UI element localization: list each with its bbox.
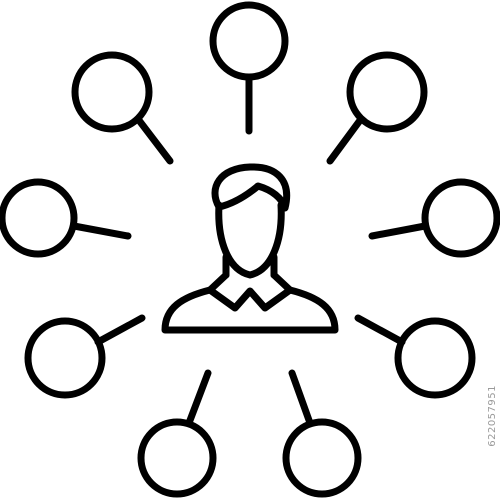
node-bottom-left — [24, 314, 146, 399]
person-collar — [206, 271, 294, 312]
node-bottom-center-right — [282, 369, 362, 498]
person-hair — [211, 163, 290, 212]
node-right — [368, 178, 500, 258]
node-left — [0, 178, 132, 258]
node-top-right — [326, 51, 428, 165]
node-bottom-center-left — [137, 369, 217, 498]
person-face — [215, 201, 285, 279]
node-bottom-right — [354, 314, 476, 399]
person-torso — [161, 286, 339, 334]
node-top-left — [71, 51, 174, 165]
stock-id-text: 622057951 — [487, 385, 498, 447]
node-top — [209, 1, 289, 135]
person-figure — [161, 163, 339, 334]
